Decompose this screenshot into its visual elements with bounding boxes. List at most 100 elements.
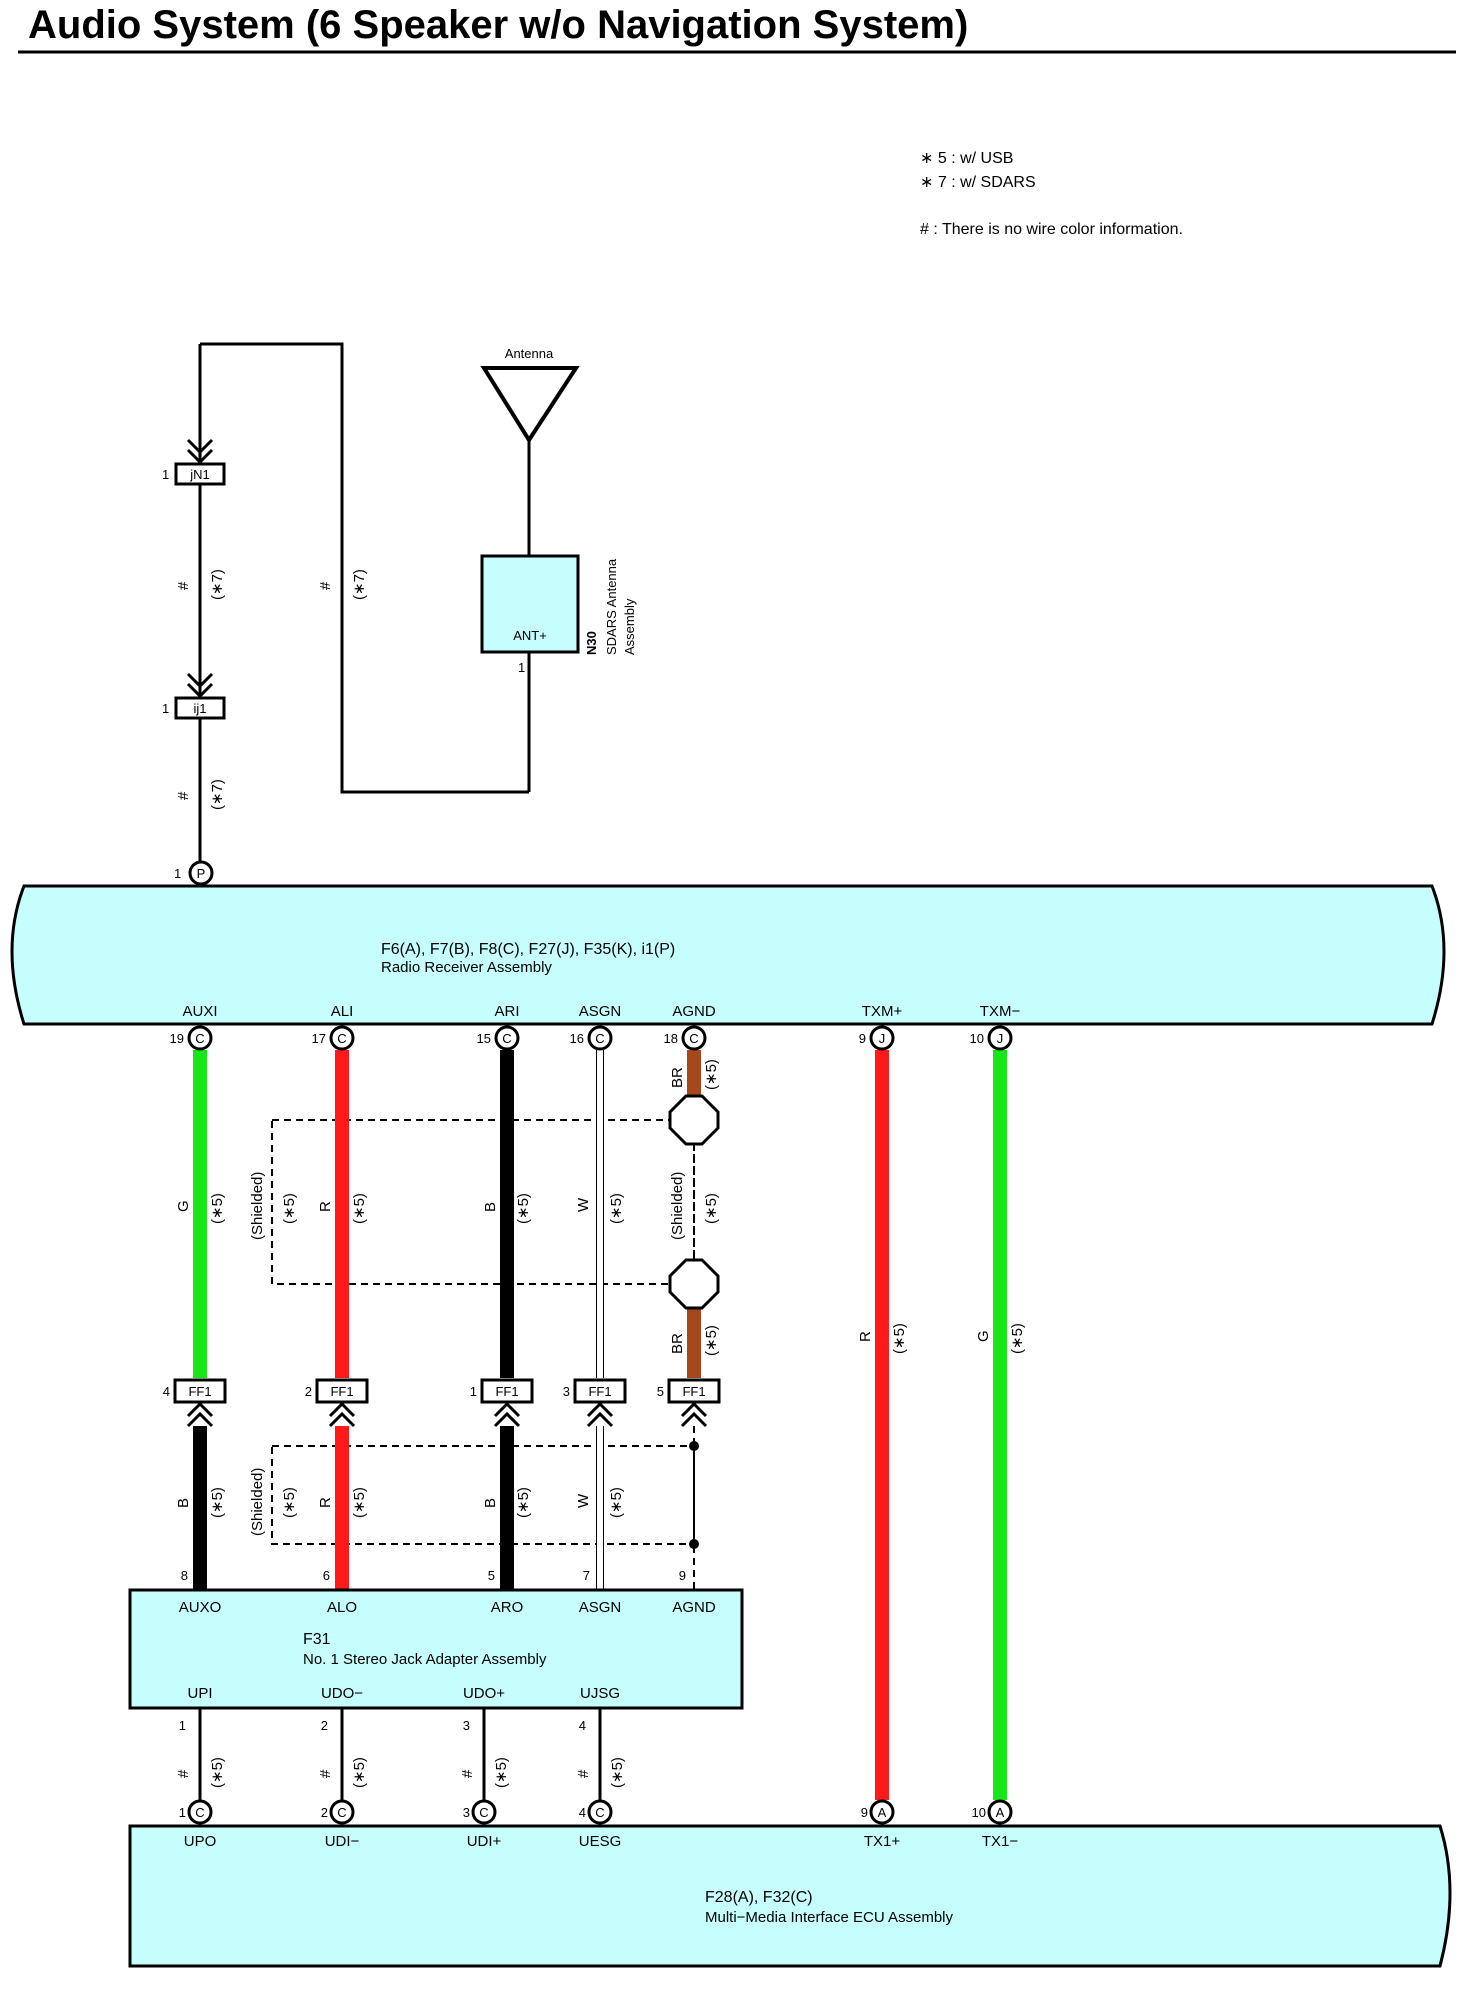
- radio-pin-number: 18: [664, 1031, 678, 1046]
- note-usb: ∗ 5 : w/ USB: [920, 150, 1013, 167]
- wire-color-label: W: [575, 1493, 592, 1508]
- ecu-pin-name: UESG: [579, 1833, 622, 1850]
- radio-pin-name-auxi: AUXI: [182, 1003, 217, 1020]
- antenna-label: Antenna: [505, 346, 554, 361]
- ecu-pin-number: 10: [972, 1805, 986, 1820]
- radio-pin-conn: C: [595, 1031, 604, 1046]
- wire-color-label: BR: [669, 1333, 686, 1354]
- wire-mark-opt5: (∗5): [515, 1487, 532, 1518]
- radio-pin-number: 17: [312, 1031, 326, 1046]
- radio-pin-name-asgn: ASGN: [579, 1003, 622, 1020]
- ff1-pin: 1: [470, 1384, 477, 1399]
- jack-bottom-pin-name: UPI: [187, 1685, 212, 1702]
- jack-top-pin-name: ASGN: [579, 1599, 622, 1616]
- jack-bottom-pin-name: UJSG: [580, 1685, 620, 1702]
- wire-mark-opt5: (∗5): [609, 1757, 626, 1788]
- wire-color-label: R: [317, 1201, 334, 1212]
- ecu-pin-conn: C: [595, 1805, 604, 1820]
- radio-pin-p1-number: 1: [174, 866, 181, 881]
- radio-pin-name-txm-plus: TXM+: [862, 1003, 903, 1020]
- radio-pin-conn: C: [689, 1031, 698, 1046]
- jack-top-pin-number: 7: [583, 1568, 590, 1583]
- sdars-name-1: SDARS Antenna: [604, 558, 619, 655]
- junction-jn1-pin: 1: [162, 467, 169, 482]
- radio-pin-number: 16: [570, 1031, 584, 1046]
- wire-mark-opt5: (∗5): [703, 1193, 720, 1224]
- ecu-pin-conn: C: [479, 1805, 488, 1820]
- radio-pin-p1-conn: P: [197, 866, 206, 881]
- shield-ground-icon: [668, 1258, 720, 1310]
- wire-mark-opt7: (∗7): [209, 779, 226, 810]
- wire-mark-opt5: (∗5): [209, 1757, 226, 1788]
- shielded-label: (Shielded): [669, 1172, 686, 1240]
- wire-mark-opt5: (∗5): [493, 1757, 510, 1788]
- page-title: Audio System (6 Speaker w/o Navigation S…: [28, 3, 968, 47]
- sdars-pin-name: ANT+: [513, 628, 547, 643]
- jack-top-pin-number: 9: [679, 1568, 686, 1583]
- wire-mark-opt5: (∗5): [209, 1487, 226, 1518]
- ecu-pin-name: UDI+: [467, 1833, 502, 1850]
- wire-mark-opt5: (∗5): [351, 1487, 368, 1518]
- ecu-pin-conn: A: [878, 1805, 887, 1820]
- ecu-pin-name: TX1−: [982, 1833, 1019, 1850]
- jack-code: F31: [303, 1631, 331, 1648]
- shield-junction-dot: [689, 1539, 699, 1549]
- shielded-label: (Shielded): [249, 1172, 266, 1240]
- wire-mark-hash: #: [317, 1769, 334, 1778]
- wire-color-label: B: [482, 1202, 499, 1212]
- multimedia-interface-ecu-assembly: [128, 1824, 1452, 1968]
- connector-ff1: [173, 1378, 721, 1404]
- junction-ij1-pin: 1: [162, 701, 169, 716]
- jack-top-pin-name: AUXO: [179, 1599, 222, 1616]
- ff1-pin: 2: [305, 1384, 312, 1399]
- radio-pin-number: 15: [477, 1031, 491, 1046]
- junction-ij1: [174, 672, 226, 720]
- ecu-pin-conn: C: [337, 1805, 346, 1820]
- wire-mark-opt5: (∗5): [209, 1193, 226, 1224]
- ecu-codes: F28(A), F32(C): [705, 1889, 813, 1906]
- ecu-pin-number: 2: [321, 1805, 328, 1820]
- wire-mark-opt5: (∗5): [1009, 1323, 1026, 1354]
- radio-pin-p1: [188, 860, 214, 886]
- wire-mark-opt5: (∗5): [515, 1193, 532, 1224]
- wire-color-label: G: [975, 1330, 992, 1342]
- ecu-pin-number: 1: [179, 1805, 186, 1820]
- ff1-label: FF1: [588, 1384, 611, 1399]
- shield-ground-icon: [668, 1094, 720, 1146]
- shield-junction-dot: [689, 1441, 699, 1451]
- sdars-name-2: Assembly: [622, 598, 637, 655]
- radio-pin-number: 10: [970, 1031, 984, 1046]
- shielded-label: (Shielded): [249, 1468, 266, 1536]
- jack-top-pin-name: ALO: [327, 1599, 357, 1616]
- radio-name: Radio Receiver Assembly: [381, 959, 552, 976]
- wire-color-label: BR: [669, 1067, 686, 1088]
- ff1-pin: 3: [563, 1384, 570, 1399]
- radio-pin-conn: J: [997, 1031, 1004, 1046]
- wire-mark-opt5: (∗5): [608, 1193, 625, 1224]
- ecu-name: Multi−Media Interface ECU Assembly: [705, 1909, 954, 1926]
- wire-mark-hash: #: [175, 1769, 192, 1778]
- ecu-pin-name: UPO: [184, 1833, 217, 1850]
- jack-bottom-pin-number: 1: [179, 1718, 186, 1733]
- jack-top-pin-number: 8: [181, 1568, 188, 1583]
- wire-color-label: R: [857, 1331, 874, 1342]
- wire-mark-opt5: (∗5): [703, 1325, 720, 1356]
- wire-mark-hash: #: [175, 581, 192, 590]
- ecu-pin-name: UDI−: [325, 1833, 360, 1850]
- wire-mark-hash: #: [317, 581, 334, 590]
- radio-pin: [187, 1025, 1013, 1051]
- wire-color-label: B: [482, 1498, 499, 1508]
- radio-receiver-assembly: [10, 884, 1446, 1026]
- ecu-pin-number: 3: [463, 1805, 470, 1820]
- junction-jn1: [174, 438, 226, 486]
- wire-mark-opt5: (∗5): [281, 1193, 298, 1224]
- ff1-pin: 4: [163, 1384, 170, 1399]
- radio-pin-name-agnd: AGND: [672, 1003, 716, 1020]
- wire-color-label: R: [317, 1497, 334, 1508]
- jack-top-pin-name: AGND: [672, 1599, 716, 1616]
- wire-mark-opt5: (∗5): [891, 1323, 908, 1354]
- radio-pin-conn: C: [502, 1031, 511, 1046]
- jack-bottom-pin-number: 3: [463, 1718, 470, 1733]
- radio-pin-conn: J: [879, 1031, 886, 1046]
- ff1-label: FF1: [682, 1384, 705, 1399]
